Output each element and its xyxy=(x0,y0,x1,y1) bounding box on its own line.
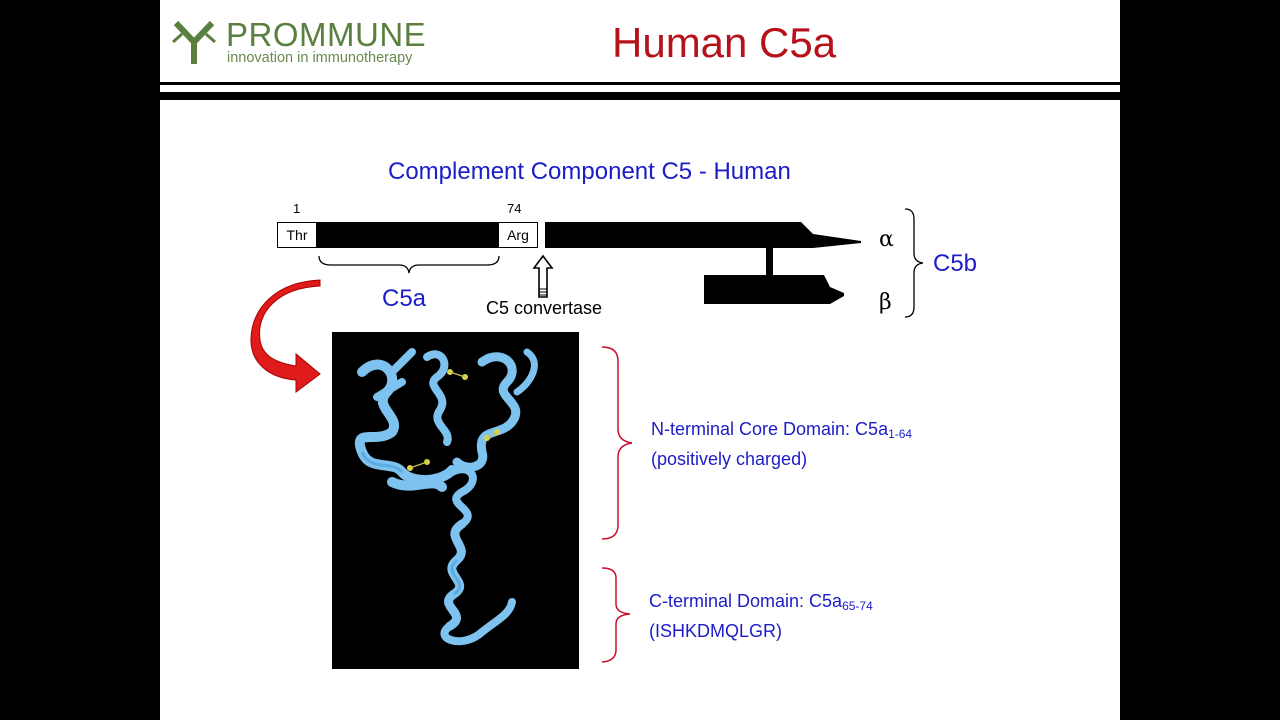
residue-thr-box: Thr xyxy=(277,222,317,248)
alpha-chain-bar xyxy=(545,222,861,248)
curved-red-arrow-icon xyxy=(250,279,321,393)
c5b-label: C5b xyxy=(933,250,978,277)
protein-ribbon-render xyxy=(354,348,538,646)
slide: PROMMUNE innovation in immunotherapy Hum… xyxy=(160,0,1120,720)
header-rule-thin xyxy=(160,82,1120,85)
n-terminal-domain-label: N-terminal Core Domain: C5a1-64 (positiv… xyxy=(651,417,912,472)
position-end-label: 74 xyxy=(507,201,522,216)
beta-label: β xyxy=(879,290,892,315)
residue-arg-box: Arg xyxy=(498,222,538,248)
n-terminal-bracket xyxy=(601,346,633,540)
disulfide-link xyxy=(766,248,773,276)
c5a-brace xyxy=(318,255,500,274)
c5a-structure-image xyxy=(332,332,579,669)
logo-tagline: innovation in immunotherapy xyxy=(227,50,413,66)
c-terminal-line2: (ISHKDMQLGR) xyxy=(649,621,783,641)
c5a-chain-bar xyxy=(317,222,498,248)
n-terminal-title: N-terminal Core Domain: C5a xyxy=(651,419,889,439)
beta-chain-bar xyxy=(704,275,844,304)
n-terminal-subscript: 1-64 xyxy=(888,427,913,441)
header-rule-thick xyxy=(160,92,1120,100)
position-start-label: 1 xyxy=(293,201,301,216)
logo-wordmark: PROMMUNE xyxy=(226,16,427,53)
c-terminal-title: C-terminal Domain: C5a xyxy=(649,591,843,611)
n-terminal-line1: N-terminal Core Domain: C5a1-64 xyxy=(651,417,912,447)
c5-convertase-label: C5 convertase xyxy=(486,298,603,318)
c-terminal-domain-label: C-terminal Domain: C5a65-74 (ISHKDMQLGR) xyxy=(649,589,873,644)
page-title: Human C5a xyxy=(612,19,837,66)
c-terminal-bracket xyxy=(601,567,631,663)
diagram-title: Complement Component C5 - Human xyxy=(388,158,791,185)
c5a-label: C5a xyxy=(382,285,427,312)
alpha-label: α xyxy=(879,227,894,252)
c-terminal-line1: C-terminal Domain: C5a65-74 xyxy=(649,589,873,619)
n-terminal-line2: (positively charged) xyxy=(651,449,808,469)
c5b-brace xyxy=(904,208,924,318)
cleavage-arrow-icon xyxy=(532,254,554,298)
c-terminal-subscript: 65-74 xyxy=(842,599,873,613)
logo-y-icon xyxy=(172,20,216,64)
